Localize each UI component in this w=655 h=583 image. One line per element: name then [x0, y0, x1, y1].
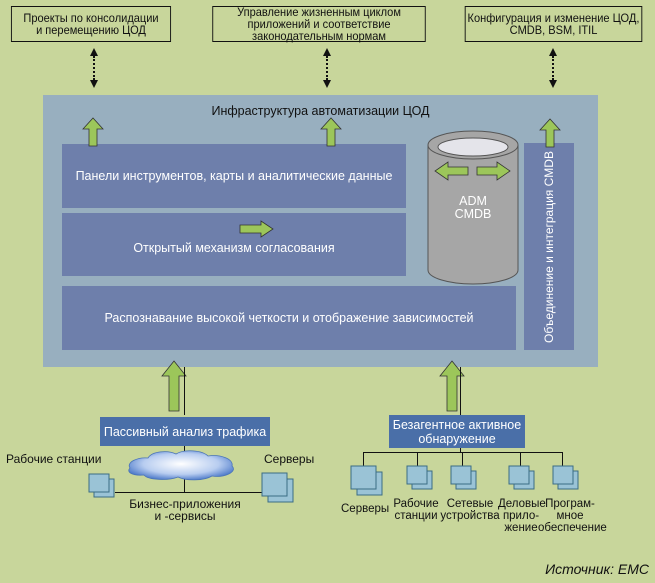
- passive-servers-label: Серверы: [264, 452, 315, 466]
- passive-workstations-label: Рабочие станции: [6, 452, 102, 466]
- source-caption: Источник: EMC: [545, 561, 649, 577]
- software-icon: [552, 465, 579, 490]
- panel-dashboards: Панели инструментов, карты и аналитическ…: [62, 144, 406, 208]
- agentless-item-label: Сетевые устройства: [440, 498, 500, 522]
- connector-line: [460, 367, 461, 415]
- top-box-lifecycle-text: Управление жизненным циклом приложений и…: [237, 5, 401, 43]
- arrow-left-icon: [434, 161, 469, 181]
- connector-line: [460, 448, 461, 452]
- workstation-icon: [88, 473, 115, 498]
- arrow-up-icon: [161, 360, 187, 412]
- connector-line: [115, 492, 265, 493]
- panel-discovery: Распознавание высокой четкости и отображ…: [62, 286, 516, 350]
- agentless-item-label: Рабочие станции: [393, 498, 439, 522]
- arrow-up-icon: [320, 117, 342, 147]
- server-icon: [261, 472, 294, 503]
- top-box-configuration: Конфигурация и изменение ЦОД, CMDB, BSM,…: [464, 6, 643, 42]
- agentless-item-label: Програм- мное обеспечение: [538, 498, 607, 534]
- cmdb-label-line2: CMDB: [454, 207, 492, 221]
- panel-federation-text: Объединение и интеграция CMDB: [542, 150, 556, 343]
- business-app-icon: [508, 465, 535, 490]
- agentless-item-label: Серверы: [341, 503, 390, 515]
- server-icon: [350, 465, 383, 496]
- passive-traffic-title: Пассивный анализ трафика: [103, 424, 267, 439]
- agentless-discovery-title: Безагентное активное обнаружение: [392, 417, 522, 446]
- panel-federation: Объединение и интеграция CMDB: [524, 143, 574, 350]
- top-box-lifecycle: Управление жизненным циклом приложений и…: [212, 5, 426, 43]
- top-box-consolidation: Проекты по консолидации и перемещению ЦО…: [10, 6, 172, 42]
- panel-discovery-text: Распознавание высокой четкости и отображ…: [104, 311, 474, 325]
- agentless-item-label: Деловые прило- жение: [498, 498, 546, 534]
- business-apps-label: Бизнес-приложения и -сервисы: [129, 497, 241, 523]
- top-box-consolidation-text: Проекты по консолидации и перемещению ЦО…: [23, 11, 159, 37]
- network-device-icon: [450, 465, 477, 490]
- panel-dashboards-text: Панели инструментов, карты и аналитическ…: [75, 169, 393, 183]
- connector-line: [184, 367, 185, 415]
- arrow-up-icon: [439, 360, 465, 412]
- cmdb-label: ADM CMDB: [420, 195, 526, 221]
- arrow-right-icon: [239, 220, 274, 238]
- cmdb-database-icon: [427, 130, 519, 285]
- passive-traffic-box: Пассивный анализ трафика: [100, 417, 270, 446]
- infrastructure-title: Инфраструктура автоматизации ЦОД: [211, 104, 430, 118]
- panel-reconciliation: Открытый механизм согласования: [62, 213, 406, 276]
- cmdb-label-line1: ADM: [459, 194, 487, 208]
- arrow-up-icon: [539, 118, 561, 148]
- arrow-right-icon: [476, 161, 511, 181]
- top-box-configuration-text: Конфигурация и изменение ЦОД, CMDB, BSM,…: [467, 11, 640, 37]
- agentless-discovery-box: Безагентное активное обнаружение: [389, 415, 525, 448]
- arrow-up-icon: [82, 117, 104, 147]
- cloud-network-icon: [128, 450, 234, 481]
- panel-reconciliation-text: Открытый механизм согласования: [133, 240, 335, 255]
- workstation-icon: [406, 465, 433, 490]
